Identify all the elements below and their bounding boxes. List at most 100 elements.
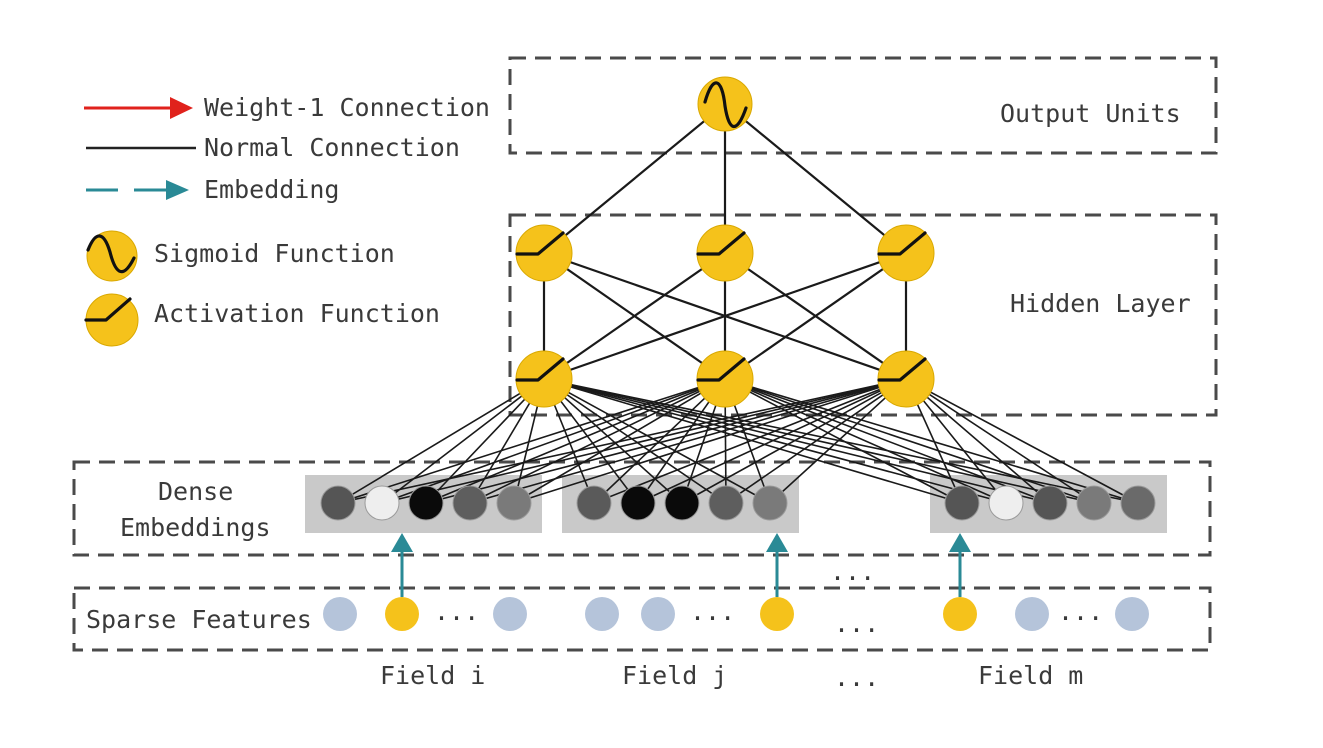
sparse-features-label: Sparse Features (86, 605, 312, 634)
dense-connection-g2-n2-h0 (543, 378, 1051, 504)
dense-connection-g2-n2-h2 (905, 378, 1051, 504)
legend-sigmoid: Sigmoid Function (86, 230, 395, 282)
hidden-layer-box (508, 213, 1218, 417)
teal-arrow-icon (166, 180, 189, 200)
embedding-node-g0-n0 (320, 485, 356, 521)
dense-connection-g1-n2-h0 (543, 378, 683, 504)
dense-connection-g2-n4-h1 (724, 378, 1139, 504)
dense-embeddings-label-line2: Embeddings (120, 513, 271, 542)
embedding-node-g0-n2 (408, 485, 444, 521)
dense-connection-g0-n4-h2 (513, 378, 907, 504)
embedding-node-g1-n3 (708, 485, 744, 521)
dense-connection-g2-n1-h1 (724, 378, 1007, 504)
field-j-label: Field j (622, 661, 727, 690)
output-units-label: Output Units (1000, 99, 1181, 128)
dense-connection-g1-n0-h2 (593, 378, 907, 504)
hidden-layer-label: Hidden Layer (1010, 289, 1191, 318)
legend-sigmoid-label: Sigmoid Function (154, 239, 395, 268)
embedding-node-g0-n1 (364, 485, 400, 521)
sparse-feature-8 (1115, 597, 1149, 631)
relu-curve-icon (877, 357, 927, 382)
ellipsis-field-j: ... (690, 597, 735, 626)
dense-connection-g2-n3-h0 (543, 378, 1095, 504)
hidden-connection-2-1 (724, 252, 907, 380)
output-connection-2 (724, 103, 907, 254)
legend-normal-label: Normal Connection (204, 133, 460, 162)
dense-connection-g0-n2-h2 (425, 378, 907, 504)
hidden-connection-2-0 (543, 251, 907, 381)
relu-curve-icon (696, 357, 746, 382)
legend-normal-connection: Normal Connection (86, 133, 460, 162)
legend: Weight-1 Connection Normal Connection Em… (84, 93, 490, 347)
embedding-node-g2-n3 (1076, 485, 1112, 521)
dense-connection-g0-n3-h2 (469, 378, 907, 504)
sparse-feature-active-6 (943, 597, 977, 631)
sparse-feature-0 (323, 597, 357, 631)
embedding-node-g0-n3 (452, 485, 488, 521)
sigmoid-curve-icon (703, 81, 748, 129)
dense-connection-g1-n0-h1 (593, 378, 726, 504)
embedding-arrow-head-icon-2 (949, 533, 971, 552)
dense-connection-g2-n2-h1 (724, 378, 1051, 504)
dense-connection-g2-n0-h0 (543, 378, 963, 504)
dense-connection-g1-n3-h0 (543, 378, 727, 504)
output-connection-0 (543, 103, 726, 254)
legend-weight-connection: Weight-1 Connection (84, 93, 490, 122)
ellipsis-field-m: ... (1058, 597, 1103, 626)
embedding-arrow-head-icon-1 (766, 533, 788, 552)
network-units (515, 76, 935, 408)
relu-curve-icon (515, 357, 565, 382)
embedding-node-g1-n1 (620, 485, 656, 521)
sparse-feature-4 (641, 597, 675, 631)
embedding-node-g1-n4 (752, 485, 788, 521)
ellipsis-fields: ... (834, 663, 879, 692)
hidden-connection-1-0 (543, 252, 726, 380)
field-m-label: Field m (978, 661, 1083, 690)
embedding-node-g1-n2 (664, 485, 700, 521)
dense-embeddings-label-line1: Dense (158, 477, 233, 506)
sparse-feature-active-1 (385, 597, 419, 631)
dense-embeddings-box (72, 460, 1212, 557)
legend-embedding: Embedding (86, 175, 339, 204)
ellipsis-between-groups: ... (830, 557, 875, 586)
embedding-node-g2-n1 (988, 485, 1024, 521)
legend-weight-label: Weight-1 Connection (204, 93, 490, 122)
embedding-node-g2-n2 (1032, 485, 1068, 521)
dense-connection-g2-n3-h1 (724, 378, 1095, 504)
dense-connection-g0-n1-h1 (381, 378, 726, 504)
dense-connection-g0-n1-h0 (381, 378, 545, 504)
sparse-feature-active-5 (760, 597, 794, 631)
dense-connection-g0-n2-h0 (425, 378, 545, 504)
dense-connection-g2-n3-h2 (905, 378, 1095, 504)
dense-connection-g0-n0-h1 (337, 378, 726, 504)
embedding-arrow-head-icon-0 (391, 533, 413, 552)
dense-connection-g0-n0-h0 (337, 378, 545, 504)
embedding-arrows (391, 533, 971, 597)
sparse-feature-3 (585, 597, 619, 631)
sparse-feature-nodes (323, 597, 1149, 631)
relu-curve-icon (515, 231, 565, 256)
legend-activation-label: Activation Function (154, 299, 440, 328)
dense-connection-g2-n4-h2 (905, 378, 1139, 504)
legend-embedding-label: Embedding (204, 175, 339, 204)
red-arrow-icon (170, 97, 193, 119)
dense-connection-g2-n1-h0 (543, 378, 1007, 504)
relu-curve-icon (696, 231, 746, 256)
dense-connection-g0-n4-h1 (513, 378, 726, 504)
embedding-node-g1-n0 (576, 485, 612, 521)
dense-connection-g0-n1-h2 (381, 378, 907, 504)
embedding-node-g0-n4 (496, 485, 532, 521)
sparse-feature-7 (1015, 597, 1049, 631)
ellipsis-sparse-middle: ... (834, 609, 879, 638)
embedding-nodes (320, 485, 1156, 521)
sparse-feature-2 (493, 597, 527, 631)
field-i-label: Field i (380, 661, 485, 690)
sparse-features-box (72, 586, 1212, 652)
relu-curve-icon (84, 297, 132, 322)
sigmoid-curve-icon (86, 234, 136, 274)
output-units-box (508, 56, 1218, 155)
dense-connection-g2-n4-h0 (543, 378, 1139, 504)
ellipsis-field-i: ... (434, 597, 479, 626)
relu-curve-icon (877, 231, 927, 256)
